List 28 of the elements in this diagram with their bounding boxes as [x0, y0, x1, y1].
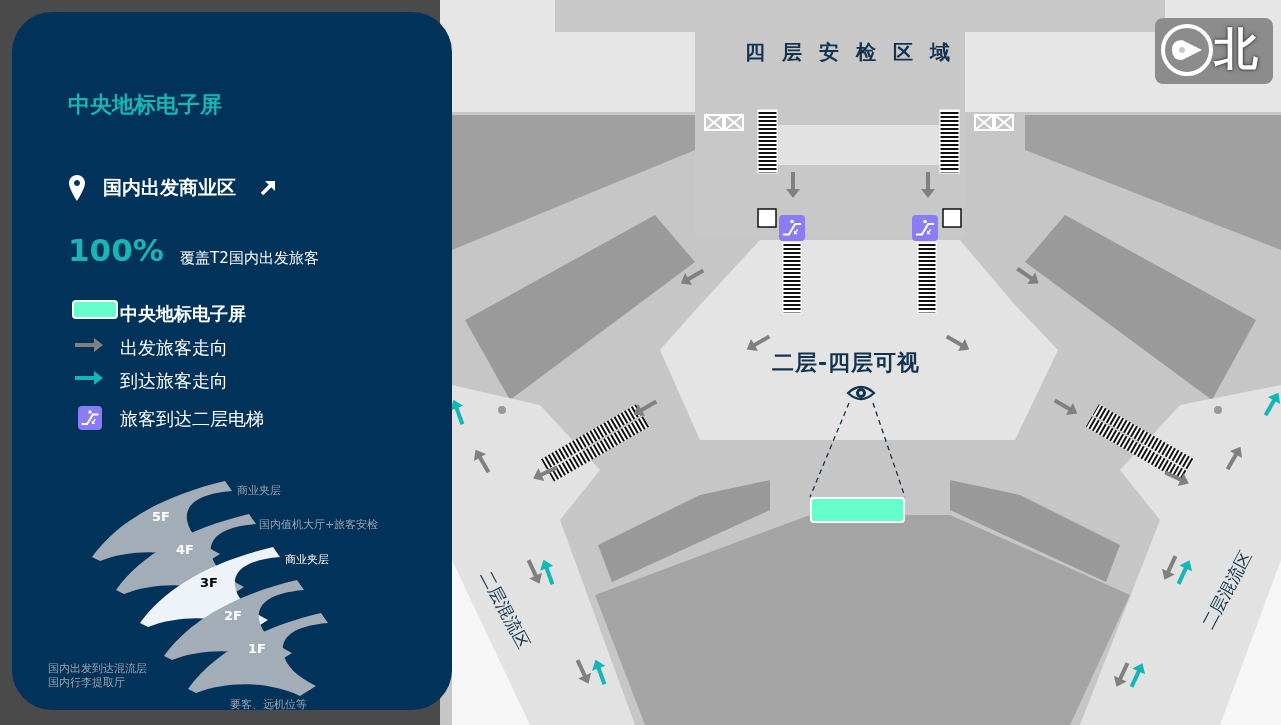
eye-icon [846, 383, 876, 403]
zone-name: 四层安检区域 [745, 39, 967, 66]
floor-number: 5F [152, 509, 170, 524]
floor-slab [188, 612, 330, 697]
zone-heading: 国内出发商业区 [103, 175, 236, 200]
zone-name: 二层混流区 [475, 566, 535, 653]
screen-box [810, 497, 905, 523]
floor-label: 商业夹层 [237, 483, 281, 498]
floor-number: 4F [176, 542, 194, 557]
floor-label: 要客、远机位等 [230, 697, 307, 712]
floor-number: 3F [200, 575, 218, 590]
north-label: 北 [1214, 22, 1258, 76]
panel-title: 中央地标电子屏 [68, 91, 222, 119]
floor-label: 国内行李提取厅 [48, 675, 125, 690]
floor-label: 国内出发到达混流层 [48, 661, 147, 676]
zone-name: 二层混流区 [1197, 546, 1257, 633]
coverage-figure: 100% [68, 232, 164, 268]
floor-number: 1F [248, 641, 266, 656]
sight-line [809, 402, 850, 498]
floor-label: 国内值机大厅+旅客安检 [259, 517, 379, 532]
legend-label: 旅客到达二层电梯 [120, 407, 264, 431]
legend-label: 到达旅客走向 [120, 369, 228, 393]
legend-label: 出发旅客走向 [120, 336, 228, 360]
view-label: 二层-四层可视 [772, 349, 921, 377]
floor-label: 商业夹层 [285, 552, 329, 567]
floor-number: 2F [224, 608, 242, 623]
coverage-text: 覆盖T2国内出发旅客 [180, 249, 319, 268]
legend-label: 中央地标电子屏 [120, 302, 246, 326]
